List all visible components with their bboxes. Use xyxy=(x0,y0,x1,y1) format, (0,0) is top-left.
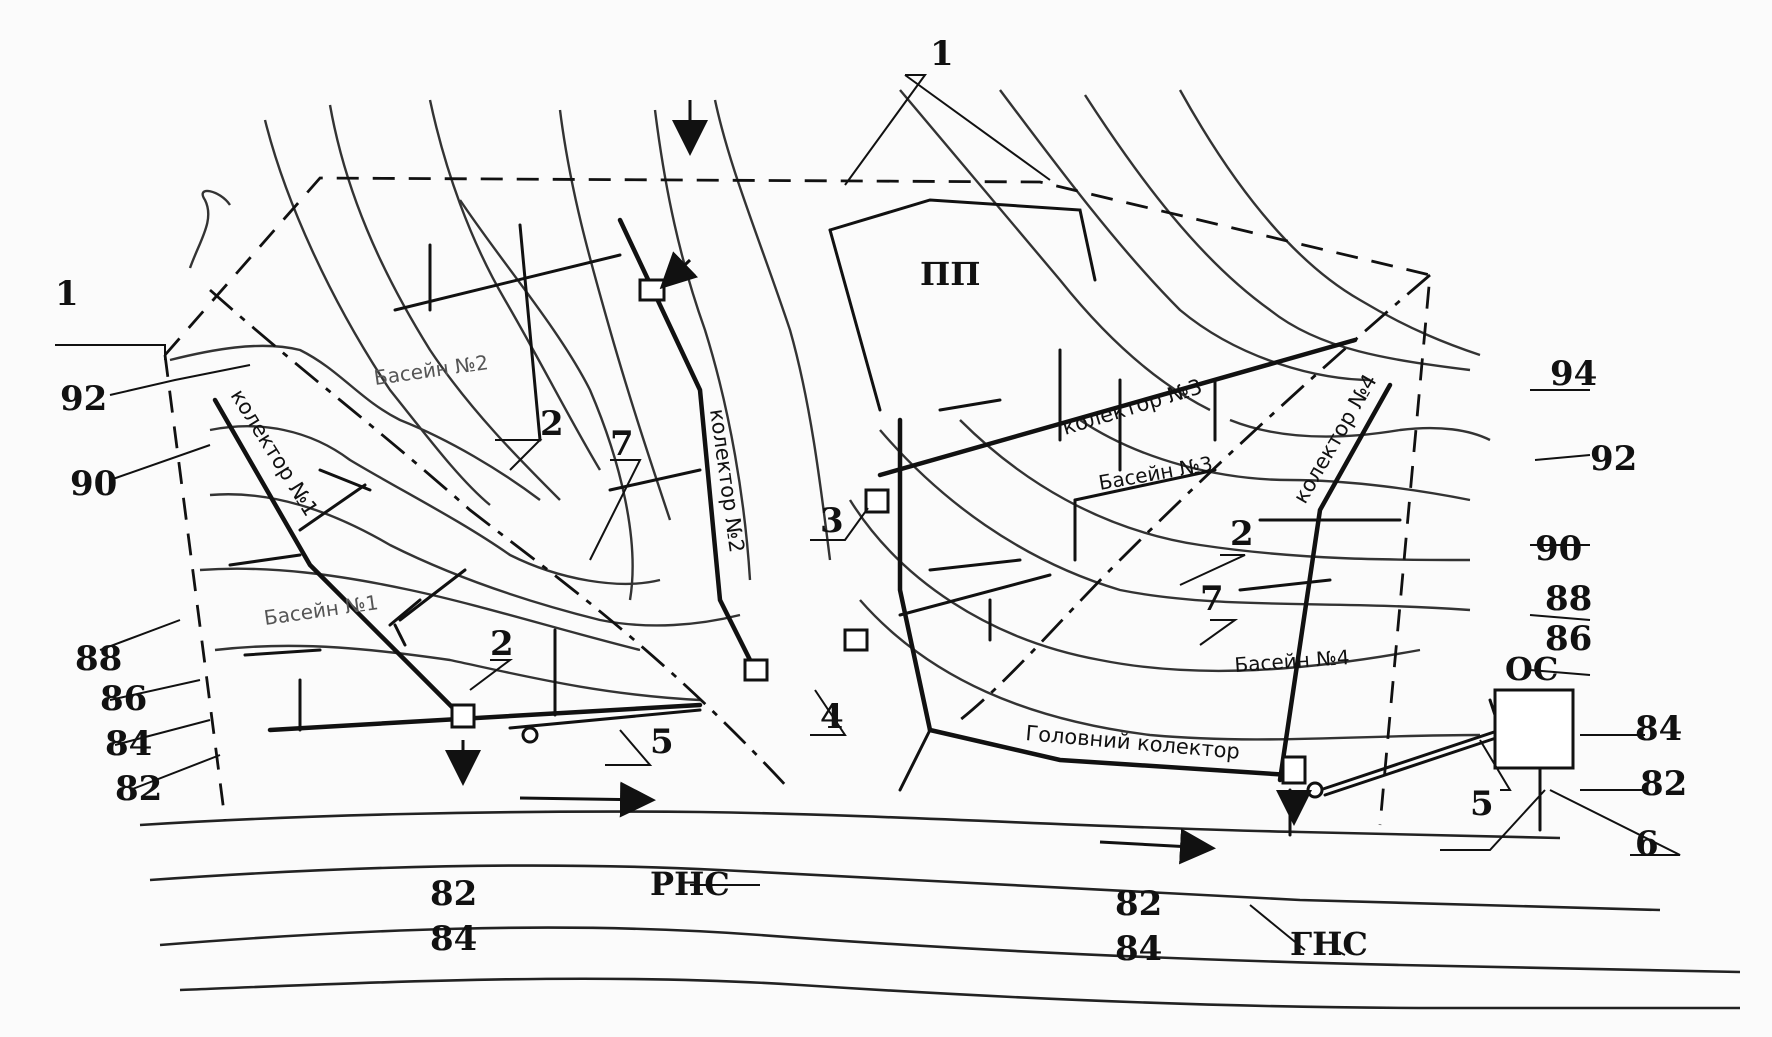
structures xyxy=(445,100,1575,826)
callout-7-left: 7 xyxy=(610,424,634,464)
elevation-84-left: 84 xyxy=(105,724,152,764)
label-main-pump-station: ГНС xyxy=(1290,925,1368,963)
district-boundary xyxy=(163,176,1432,826)
label-industrial-site: ПП xyxy=(920,255,980,293)
elevation-86-right: 86 xyxy=(1545,619,1592,659)
elevation-84-river-mid: 84 xyxy=(1115,929,1162,969)
elevation-82-left: 82 xyxy=(115,769,162,809)
callout-4: 4 xyxy=(820,697,844,737)
elevation-92-left: 92 xyxy=(60,379,107,419)
callout-1-top: 1 xyxy=(930,34,954,74)
callout-2-upper: 2 xyxy=(540,404,564,444)
elevation-90-left: 90 xyxy=(70,464,117,504)
elevation-82-river-left: 82 xyxy=(430,874,477,914)
elevation-82-right: 82 xyxy=(1640,764,1687,804)
river xyxy=(139,781,1741,1010)
elevation-94-right: 94 xyxy=(1550,354,1597,394)
elevation-88-left: 88 xyxy=(75,639,122,679)
label-basin-1: Басейн №1 xyxy=(262,590,379,630)
callout-5-right: 5 xyxy=(1470,784,1494,824)
sewer-pipes xyxy=(212,198,1542,837)
callout-1-left: 1 xyxy=(55,274,79,314)
callout-2-left: 2 xyxy=(490,624,514,664)
elevation-82-river-mid: 82 xyxy=(1115,884,1162,924)
contour-lines xyxy=(169,89,1491,741)
callout-5-left: 5 xyxy=(650,722,674,762)
callout-7-right: 7 xyxy=(1200,579,1224,619)
elevation-84-river-left: 84 xyxy=(430,919,477,959)
label-basin-4: Басейн №4 xyxy=(1234,645,1351,677)
elevation-84-right: 84 xyxy=(1635,709,1682,749)
label-collector-3: колектор №3 xyxy=(1059,374,1205,439)
label-basin-2: Басейн №2 xyxy=(372,350,489,390)
watershed-lines xyxy=(209,273,1431,791)
leader-lines xyxy=(55,74,1681,956)
label-regional-pump-station: РНС xyxy=(650,865,730,903)
elevation-86-left: 86 xyxy=(100,679,147,719)
elevation-90-right: 90 xyxy=(1535,529,1582,569)
elevation-88-right: 88 xyxy=(1545,579,1592,619)
callout-2-right: 2 xyxy=(1230,514,1254,554)
label-treatment-plant: ОС xyxy=(1505,650,1558,688)
callout-6: 6 xyxy=(1635,824,1659,864)
elevation-92-right: 92 xyxy=(1590,439,1637,479)
callout-3: 3 xyxy=(820,501,844,541)
